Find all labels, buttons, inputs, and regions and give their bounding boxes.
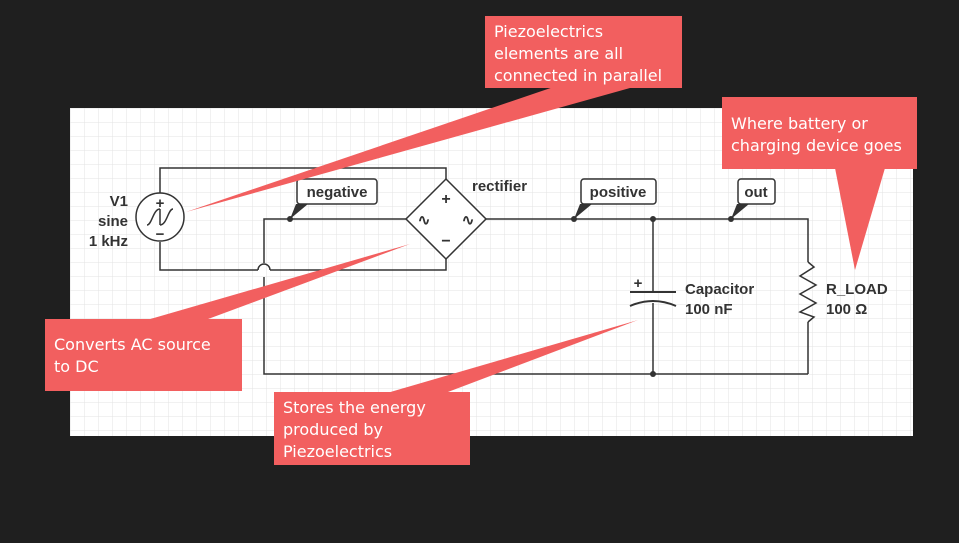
callout-piezo-line-2: elements are all — [494, 44, 623, 63]
callout-capacitor-pointer — [380, 320, 638, 395]
bridge-rectifier[interactable]: + − ∿ ∿ rectifier — [404, 177, 527, 261]
junction-cap-top — [650, 216, 656, 222]
junction-cap-bottom — [650, 371, 656, 377]
callout-piezo-pointer — [186, 78, 630, 212]
callout-rectifier-box — [45, 319, 242, 391]
resistor-zigzag — [798, 261, 818, 323]
callout-capacitor[interactable]: Stores the energy produced by Piezoelect… — [274, 320, 638, 465]
wire-source-bottom — [159, 242, 258, 271]
callout-capacitor-line-2: produced by — [283, 420, 383, 439]
wires — [159, 167, 809, 375]
ac-source-freq: 1 kHz — [89, 233, 128, 250]
wire-source-top — [159, 167, 447, 193]
rectifier-diamond — [404, 177, 488, 261]
net-label-out[interactable]: out — [731, 178, 776, 219]
rectifier-ac-right: ∿ — [462, 212, 475, 229]
rectifier-ac-left: ∿ — [418, 212, 431, 229]
callout-capacitor-line-1: Stores the energy — [283, 398, 426, 417]
ac-source-name: V1 — [110, 193, 128, 210]
wire-positive — [486, 218, 809, 262]
rectifier-minus: − — [441, 233, 450, 250]
callout-piezo[interactable]: Piezoelectrics elements are all connecte… — [186, 16, 682, 212]
callout-battery-box — [722, 97, 917, 169]
net-label-positive-text: positive — [590, 184, 647, 201]
ac-source-minus: − — [156, 226, 165, 243]
callout-rectifier-line-2: to DC — [54, 357, 99, 376]
callout-piezo-line-1: Piezoelectrics — [494, 22, 603, 41]
net-label-out-pointer — [731, 204, 749, 219]
capacitor-plus: + — [634, 275, 643, 292]
net-label-negative[interactable]: negative — [290, 178, 378, 219]
wire-crossover — [257, 263, 271, 271]
sine-wave-icon — [146, 208, 174, 226]
net-label-out-text: out — [744, 184, 767, 201]
net-label-positive-box — [580, 178, 657, 205]
capacitor-plate-bottom — [629, 300, 677, 307]
ac-source-plus: + — [156, 195, 165, 212]
callout-capacitor-line-3: Piezoelectrics — [283, 442, 392, 461]
callout-battery-pointer — [835, 168, 885, 270]
net-label-negative-text: negative — [307, 184, 368, 201]
net-label-positive-pointer — [574, 204, 592, 219]
capacitor[interactable]: + Capacitor 100 nF — [629, 275, 754, 318]
wire-return — [263, 277, 808, 375]
callout-rectifier-pointer — [140, 244, 410, 322]
ac-source[interactable]: + − V1 sine 1 kHz — [89, 192, 185, 250]
rectifier-plus: + — [441, 191, 450, 208]
capacitor-name: Capacitor — [685, 281, 754, 298]
capacitor-value: 100 nF — [685, 301, 733, 318]
callout-rectifier-line-1: Converts AC source — [54, 335, 211, 354]
callout-battery[interactable]: Where battery or charging device goes — [722, 97, 917, 270]
net-label-positive[interactable]: positive — [574, 178, 657, 219]
resistor-name: R_LOAD — [826, 281, 888, 298]
callout-capacitor-box — [274, 392, 470, 465]
callout-piezo-line-3: connected in parallel — [494, 66, 662, 85]
net-label-negative-pointer — [290, 204, 308, 219]
rectifier-label: rectifier — [472, 178, 527, 195]
callout-piezo-box — [485, 16, 682, 88]
wire-negative — [263, 218, 406, 263]
resistor[interactable]: R_LOAD 100 Ω — [798, 261, 888, 323]
callout-battery-line-1: Where battery or — [731, 114, 868, 133]
callout-rectifier[interactable]: Converts AC source to DC — [45, 244, 410, 391]
resistor-value: 100 Ω — [826, 301, 867, 318]
callout-battery-line-2: charging device goes — [731, 136, 902, 155]
net-label-negative-box — [296, 178, 378, 205]
ac-source-type: sine — [98, 213, 128, 230]
net-label-out-box — [737, 178, 776, 205]
